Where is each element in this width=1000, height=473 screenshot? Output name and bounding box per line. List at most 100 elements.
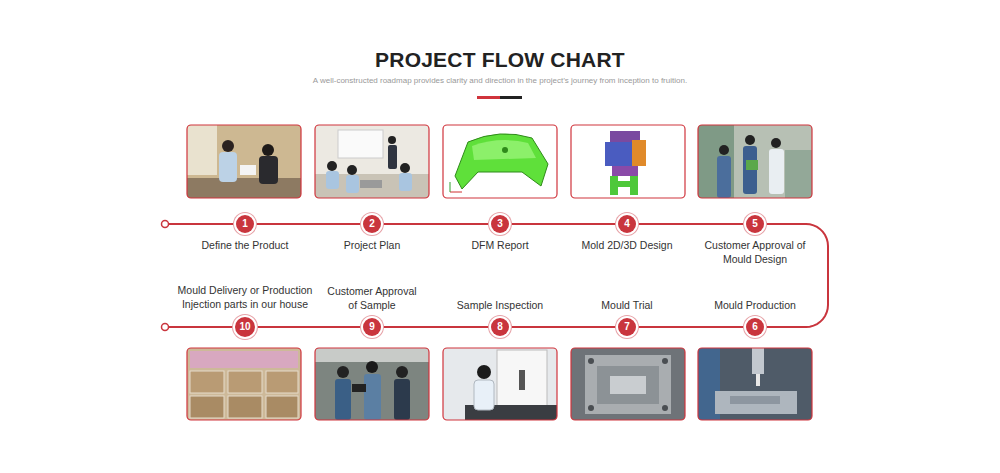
header-bar <box>500 96 522 99</box>
photo-meeting <box>187 125 301 198</box>
photo-sample-approval <box>335 379 351 420</box>
photo-sample-approval <box>352 384 366 392</box>
photo-sample-approval <box>315 348 429 420</box>
photo-mould-production <box>756 374 760 386</box>
photo-design-approval <box>746 160 758 170</box>
photo-mould-trial <box>610 376 646 394</box>
photo-frame <box>698 125 812 198</box>
step-number: 4 <box>624 218 630 230</box>
photo-delivery-boxes <box>266 371 298 393</box>
timeline-start <box>162 221 169 228</box>
photo-design-approval <box>769 149 784 194</box>
photo-mould-trial <box>662 405 668 411</box>
photo-mould-production <box>698 348 812 420</box>
step-label: Define the Product <box>185 238 305 252</box>
photo-mould-trial <box>585 355 671 414</box>
chart-title: PROJECT FLOW CHART <box>0 47 1000 73</box>
step-number: 8 <box>497 321 503 333</box>
photo-sample-approval <box>315 348 429 420</box>
step-circle: 10Mould Delivery or Production Injection… <box>235 317 255 337</box>
step-circle: 1Define the Product <box>236 215 254 233</box>
photo-training-room <box>388 136 396 144</box>
photo-delivery-boxes <box>187 348 301 420</box>
step-label: Mould Delivery or Production Injection p… <box>170 283 320 311</box>
photo-mould-trial <box>588 358 594 364</box>
photo-training-room <box>346 175 359 193</box>
photo-frame <box>571 348 685 420</box>
photo-mould-trial <box>662 358 668 364</box>
photo-mold-design <box>612 166 638 176</box>
photo-mould-production <box>715 391 797 414</box>
step-circle: 9Customer Approval of Sample <box>363 318 381 336</box>
photo-mold-design <box>571 125 685 198</box>
step-circle: 2Project Plan <box>363 215 381 233</box>
photo-sample-inspection <box>474 380 494 410</box>
photo-design-approval <box>745 135 755 145</box>
timeline-connector <box>381 326 491 328</box>
photo-dfm-model <box>443 125 557 198</box>
photo-training-room <box>388 145 397 169</box>
timeline-end <box>162 324 237 331</box>
photo-training-room <box>327 161 337 171</box>
step-number: 9 <box>369 321 375 333</box>
step-number: 10 <box>239 321 250 333</box>
step-label: DFM Report <box>440 238 560 252</box>
photo-delivery-boxes <box>228 396 262 418</box>
timeline-connector <box>636 223 746 225</box>
photo-dfm-model <box>455 134 548 189</box>
photo-delivery-boxes <box>190 371 224 393</box>
step-label: Customer Approval of Sample <box>324 284 420 312</box>
photo-training-room <box>338 130 383 158</box>
photo-mold-design <box>614 181 636 187</box>
photo-frame <box>443 348 557 420</box>
step-circle: 8Sample Inspection <box>491 318 509 336</box>
photo-frame <box>443 125 557 198</box>
step-circle: 7Mould Trial <box>618 318 636 336</box>
photo-sample-approval <box>366 361 378 373</box>
photo-meeting <box>187 125 301 198</box>
photo-mould-trial <box>588 405 594 411</box>
photo-delivery-boxes <box>190 396 224 418</box>
photo-mould-trial <box>571 348 685 420</box>
photo-meeting <box>187 125 217 175</box>
photo-sample-approval <box>396 366 408 378</box>
step-label: Customer Approval of Mould Design <box>695 238 815 266</box>
timeline-connector <box>509 223 618 225</box>
photo-mould-trial <box>571 348 685 420</box>
photo-design-approval <box>717 156 731 198</box>
photo-sample-approval <box>337 366 349 378</box>
step-label: Mould Production <box>695 298 815 312</box>
photo-design-approval <box>771 138 781 148</box>
step-label: Mold 2D/3D Design <box>567 238 687 252</box>
photo-dfm-model <box>472 140 536 160</box>
timeline-connector <box>255 326 363 328</box>
photo-mould-production <box>730 396 780 404</box>
photo-mold-design <box>632 140 646 166</box>
timeline-end <box>162 324 169 331</box>
step-number: 2 <box>369 218 375 230</box>
photo-meeting <box>219 152 237 182</box>
photo-training-room <box>360 180 382 188</box>
photo-design-approval <box>785 150 812 198</box>
chart-subtitle: A well-constructed roadmap provides clar… <box>0 76 1000 86</box>
photo-training-room <box>315 125 429 198</box>
photo-delivery-boxes <box>266 396 298 418</box>
photo-sample-inspection <box>443 348 557 420</box>
photo-sample-approval <box>315 348 429 362</box>
photo-training-room <box>399 173 412 191</box>
timeline-start <box>169 223 236 225</box>
photo-sample-inspection <box>497 350 547 410</box>
step-number: 7 <box>624 321 630 333</box>
photo-frame <box>571 125 685 198</box>
photo-frame <box>315 348 429 420</box>
photo-sample-inspection <box>519 370 525 390</box>
photo-meeting <box>259 156 278 184</box>
step-circle: 4Mold 2D/3D Design <box>618 215 636 233</box>
photo-delivery-boxes <box>187 348 301 420</box>
photo-meeting <box>222 140 234 152</box>
timeline-connector <box>381 223 491 225</box>
step-circle: 5Customer Approval of Mould Design <box>746 215 764 233</box>
photo-sample-approval <box>364 374 381 420</box>
header-bar <box>477 96 500 99</box>
